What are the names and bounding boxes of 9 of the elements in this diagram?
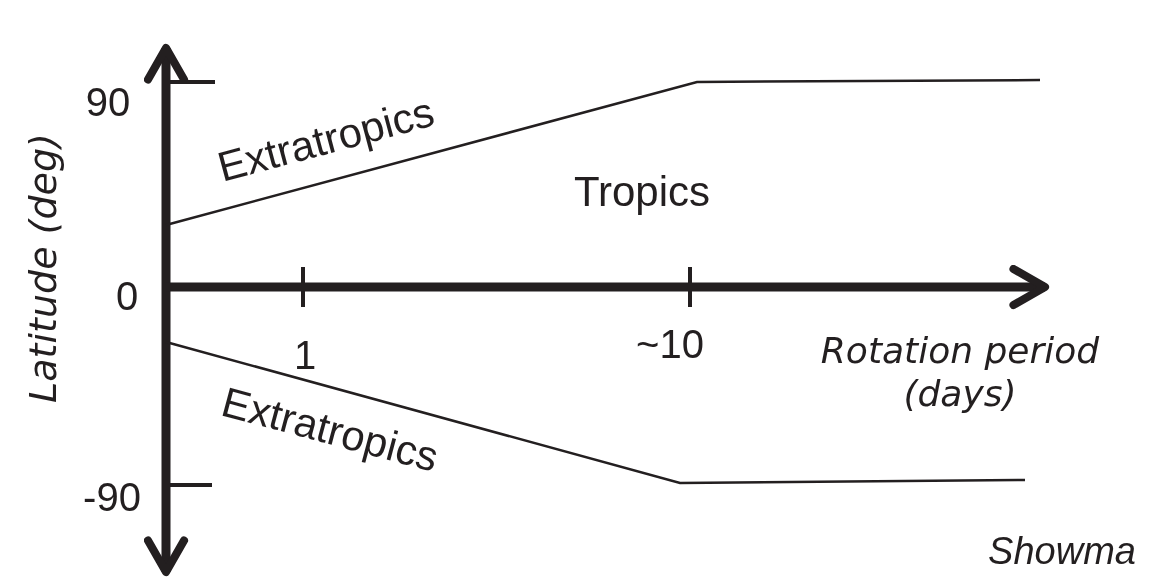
tick-label: 0 — [115, 273, 139, 320]
region-label: Tropics — [573, 166, 711, 217]
axis-title: Latitude (deg) — [21, 133, 67, 403]
tick-label: 90 — [85, 79, 131, 126]
tick-label: ~10 — [636, 321, 704, 368]
tick-label: -90 — [83, 474, 141, 521]
citation-text: Showma — [988, 529, 1136, 575]
axis-title: Rotation period (days) — [819, 328, 1101, 416]
tick-label: 1 — [293, 332, 317, 379]
